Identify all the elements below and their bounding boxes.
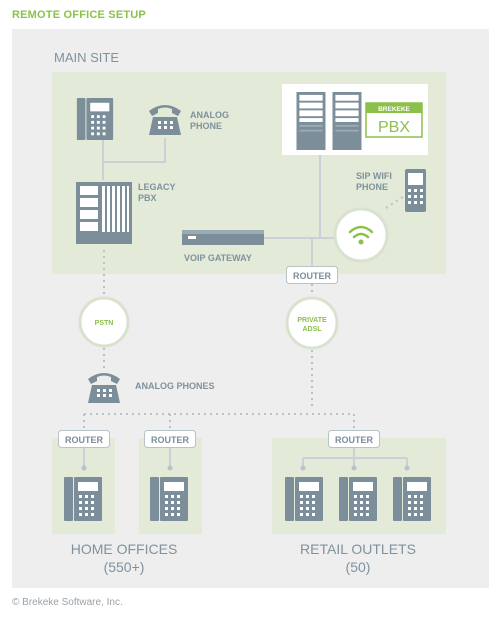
- home-offices-title: HOME OFFICES: [71, 541, 178, 557]
- retail-outlets-title: RETAIL OUTLETS: [300, 541, 416, 557]
- retail-outlets-count: (50): [346, 559, 371, 575]
- voip-gateway-icon: [182, 230, 264, 245]
- ip-phone-icon: [150, 477, 188, 521]
- pbx-server-icon: [297, 92, 326, 150]
- wan-links: [83, 250, 355, 428]
- home-router-label: ROUTER: [65, 435, 104, 445]
- ip-phone-icon: [285, 477, 323, 521]
- sip-wifi-phone-icon: [405, 169, 426, 212]
- pstn-node: [78, 296, 130, 348]
- ip-phone-icon: [77, 98, 113, 140]
- ip-phone-icon: [339, 477, 377, 521]
- wifi-phone-link: [385, 195, 405, 209]
- pbx-brand-text: PBX: [378, 119, 410, 136]
- copyright-footer: © Brekeke Software, Inc.: [12, 597, 123, 608]
- pstn-label: PSTN: [95, 320, 114, 327]
- main-site-label: MAIN SITE: [54, 50, 119, 65]
- brekeke-brand-text: BREKEKE: [378, 106, 410, 113]
- main-site-links: [102, 138, 340, 266]
- analog-phones-icon: [88, 373, 120, 403]
- analog-phones-label: ANALOG PHONES: [135, 381, 215, 391]
- ip-phone-icon: [64, 477, 102, 521]
- voip-gateway-label: VOIP GATEWAY: [184, 253, 252, 263]
- retail-router-label: ROUTER: [335, 435, 374, 445]
- ip-phone-icon: [393, 477, 431, 521]
- home-offices-count: (550+): [104, 559, 145, 575]
- private-adsl-node: [285, 296, 339, 350]
- main-router-label: ROUTER: [293, 271, 332, 281]
- page-title: REMOTE OFFICE SETUP: [12, 9, 146, 21]
- legacy-pbx-icon: [76, 182, 132, 244]
- home-router-label: ROUTER: [151, 435, 190, 445]
- wifi-icon: [348, 225, 374, 239]
- pbx-server-icon: [333, 92, 362, 150]
